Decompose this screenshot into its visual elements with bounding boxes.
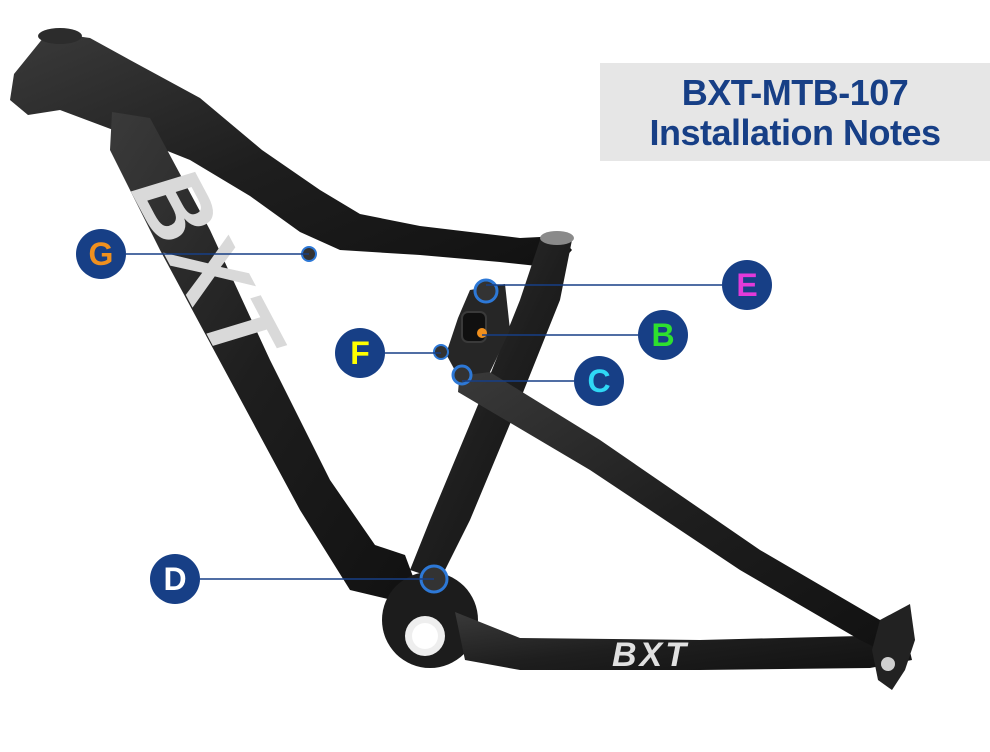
callout-badge-d: D: [150, 554, 200, 604]
callout-badge-e: E: [722, 260, 772, 310]
bottom-bracket-inner: [412, 623, 438, 649]
down-tube: [110, 112, 418, 600]
title-model: BXT-MTB-107: [681, 72, 909, 113]
callout-letter-d: D: [163, 561, 187, 597]
top-tube: [10, 32, 572, 268]
head-tube-cap: [38, 28, 82, 44]
title-subtitle: Installation Notes: [649, 112, 941, 153]
callout-badge-c: C: [574, 356, 624, 406]
rear-dropout: [872, 604, 915, 690]
bolt-e-icon: [473, 278, 499, 304]
bolt-f-icon: [433, 344, 449, 360]
callout-letter-c: C: [587, 363, 611, 399]
callout-letter-g: G: [88, 236, 114, 272]
bolt-c-icon: [451, 364, 473, 386]
leader-lines: [126, 253, 722, 580]
seat-stay: [458, 366, 900, 655]
chainstay-logo: BXT: [612, 636, 689, 674]
bolt-b-icon: [477, 328, 487, 338]
seat-collar: [540, 231, 574, 245]
callout-letter-b: B: [651, 317, 675, 353]
callout-badge-f: F: [335, 328, 385, 378]
callout-badge-g: G: [76, 229, 126, 279]
title-panel: BXT-MTB-107 Installation Notes: [600, 63, 990, 161]
callout-letter-e: E: [736, 267, 758, 303]
rear-axle: [881, 657, 895, 671]
chainstay: [455, 612, 912, 670]
callout-letter-f: F: [350, 335, 370, 371]
callout-badge-b: B: [638, 310, 688, 360]
